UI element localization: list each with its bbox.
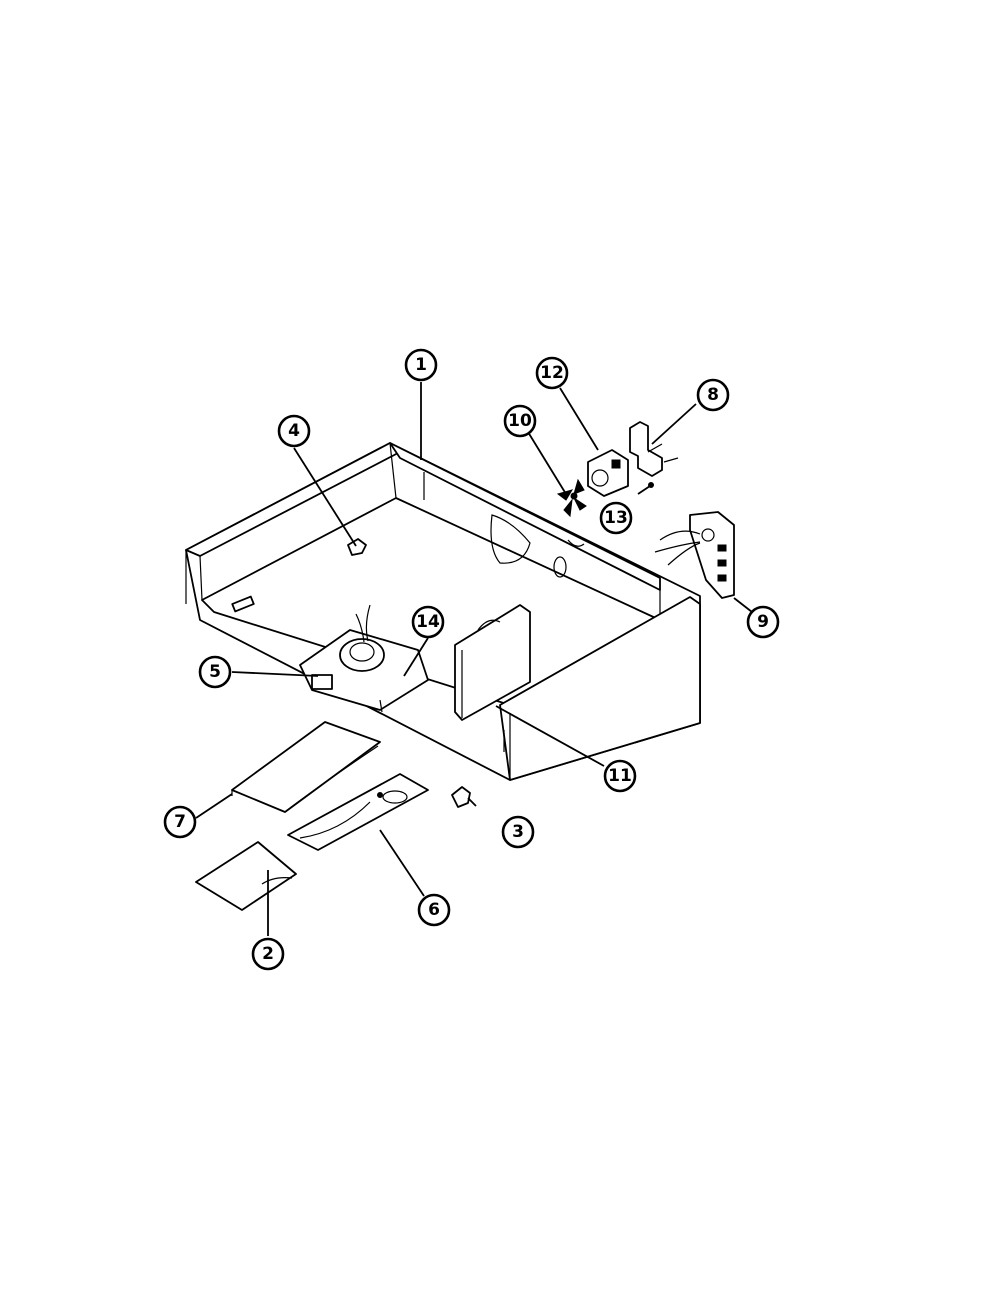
part-12-fan-motor — [587, 449, 629, 497]
callout-8: 8 — [696, 378, 730, 412]
part-9-terminal-block — [654, 511, 735, 599]
callout-13: 13 — [599, 501, 633, 535]
callout-5-label: 5 — [209, 662, 221, 682]
base-pan — [185, 442, 701, 781]
callout-6: 6 — [417, 893, 451, 927]
callout-9-label: 9 — [757, 612, 769, 632]
part-6-plate — [287, 773, 429, 851]
callout-3-label: 3 — [512, 822, 524, 842]
leader-lines — [195, 382, 753, 936]
callout-5: 5 — [198, 655, 232, 689]
part-7-panel — [231, 721, 381, 813]
callout-12-label: 12 — [540, 363, 564, 383]
part-4-clip — [347, 538, 367, 556]
callout-13-label: 13 — [604, 508, 628, 528]
callout-1: 1 — [404, 348, 438, 382]
callout-4: 4 — [277, 414, 311, 448]
callout-10: 10 — [503, 404, 537, 438]
callout-14-label: 14 — [416, 612, 440, 632]
callout-2: 2 — [251, 937, 285, 971]
callout-3: 3 — [501, 815, 535, 849]
callout-8-label: 8 — [707, 385, 719, 405]
callout-10-label: 10 — [508, 411, 532, 431]
callout-2-label: 2 — [262, 944, 274, 964]
callout-7: 7 — [163, 805, 197, 839]
callout-14: 14 — [411, 605, 445, 639]
part-8-bracket — [629, 421, 679, 477]
callout-9: 9 — [746, 605, 780, 639]
part-2-small-panel — [195, 841, 297, 911]
callout-11: 11 — [603, 759, 637, 793]
callout-6-label: 6 — [428, 900, 440, 920]
part-10-fan-blade — [556, 478, 587, 518]
part-3-pin — [451, 786, 477, 808]
callout-1-label: 1 — [415, 355, 427, 375]
part-5-14-motor-assembly — [299, 604, 429, 713]
callout-12: 12 — [535, 356, 569, 390]
callout-11-label: 11 — [608, 766, 632, 786]
part-13-screw — [637, 482, 654, 495]
callout-7-label: 7 — [174, 812, 186, 832]
callout-4-label: 4 — [288, 421, 300, 441]
part-11-control-board — [454, 604, 531, 721]
